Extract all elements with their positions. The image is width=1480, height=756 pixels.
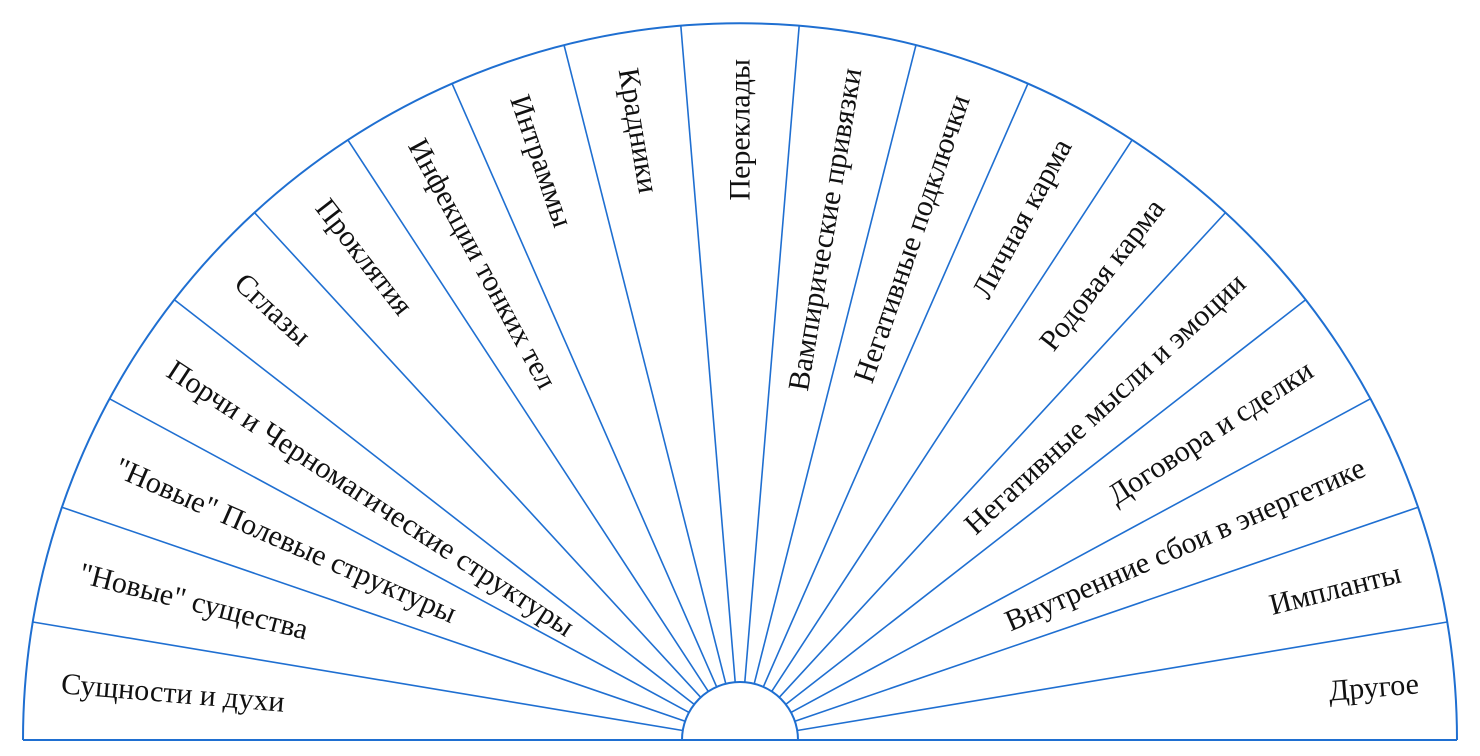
sector-divider	[253, 211, 702, 698]
sector-divider	[563, 44, 727, 684]
sector-divider	[794, 506, 1419, 722]
sector-divider	[61, 506, 686, 722]
sector-label-drugoe: Другое	[1327, 667, 1420, 707]
sector-divider	[32, 621, 683, 732]
sector-dividers	[32, 25, 1448, 732]
sector-labels: Сущности и духи"Новые" существа"Новые" П…	[60, 59, 1420, 719]
sector-divider	[778, 211, 1227, 698]
sector-label-kradniki: Крадники	[612, 66, 665, 196]
sector-divider	[790, 397, 1371, 714]
sector-label-rodovaya-karma: Родовая карма	[1033, 192, 1171, 357]
inner-semicircle	[680, 681, 800, 741]
sector-label-vampir: Вампирические привязки	[782, 66, 868, 394]
sector-divider	[347, 139, 709, 692]
sector-label-perekady: Переклады	[724, 59, 757, 201]
sector-divider	[173, 298, 695, 706]
sector-divider	[753, 44, 917, 684]
sector-label-sglazy: Сглазы	[228, 267, 317, 353]
sector-label-implanty: Импланты	[1266, 557, 1404, 622]
sector-label-lichnaya-karma: Личная карма	[966, 133, 1079, 304]
sector-label-negativ-mysli: Негативные мысли и эмоции	[958, 267, 1252, 542]
sector-divider	[451, 83, 718, 688]
sector-divider	[109, 397, 690, 714]
outer-arc	[22, 22, 1458, 741]
sector-label-sushchnosti: Сущности и духи	[60, 667, 286, 718]
sector-label-proklyatiya: Проклятия	[309, 192, 420, 321]
sector-label-novye-sushchestva: "Новые" существа	[76, 557, 312, 647]
sector-divider	[785, 298, 1307, 706]
sector-divider	[797, 621, 1448, 732]
sector-label-intrammy: Интраммы	[503, 91, 579, 232]
sector-divider	[771, 139, 1133, 692]
sector-divider	[762, 83, 1029, 688]
sector-divider	[680, 25, 736, 683]
sector-divider	[744, 25, 800, 683]
